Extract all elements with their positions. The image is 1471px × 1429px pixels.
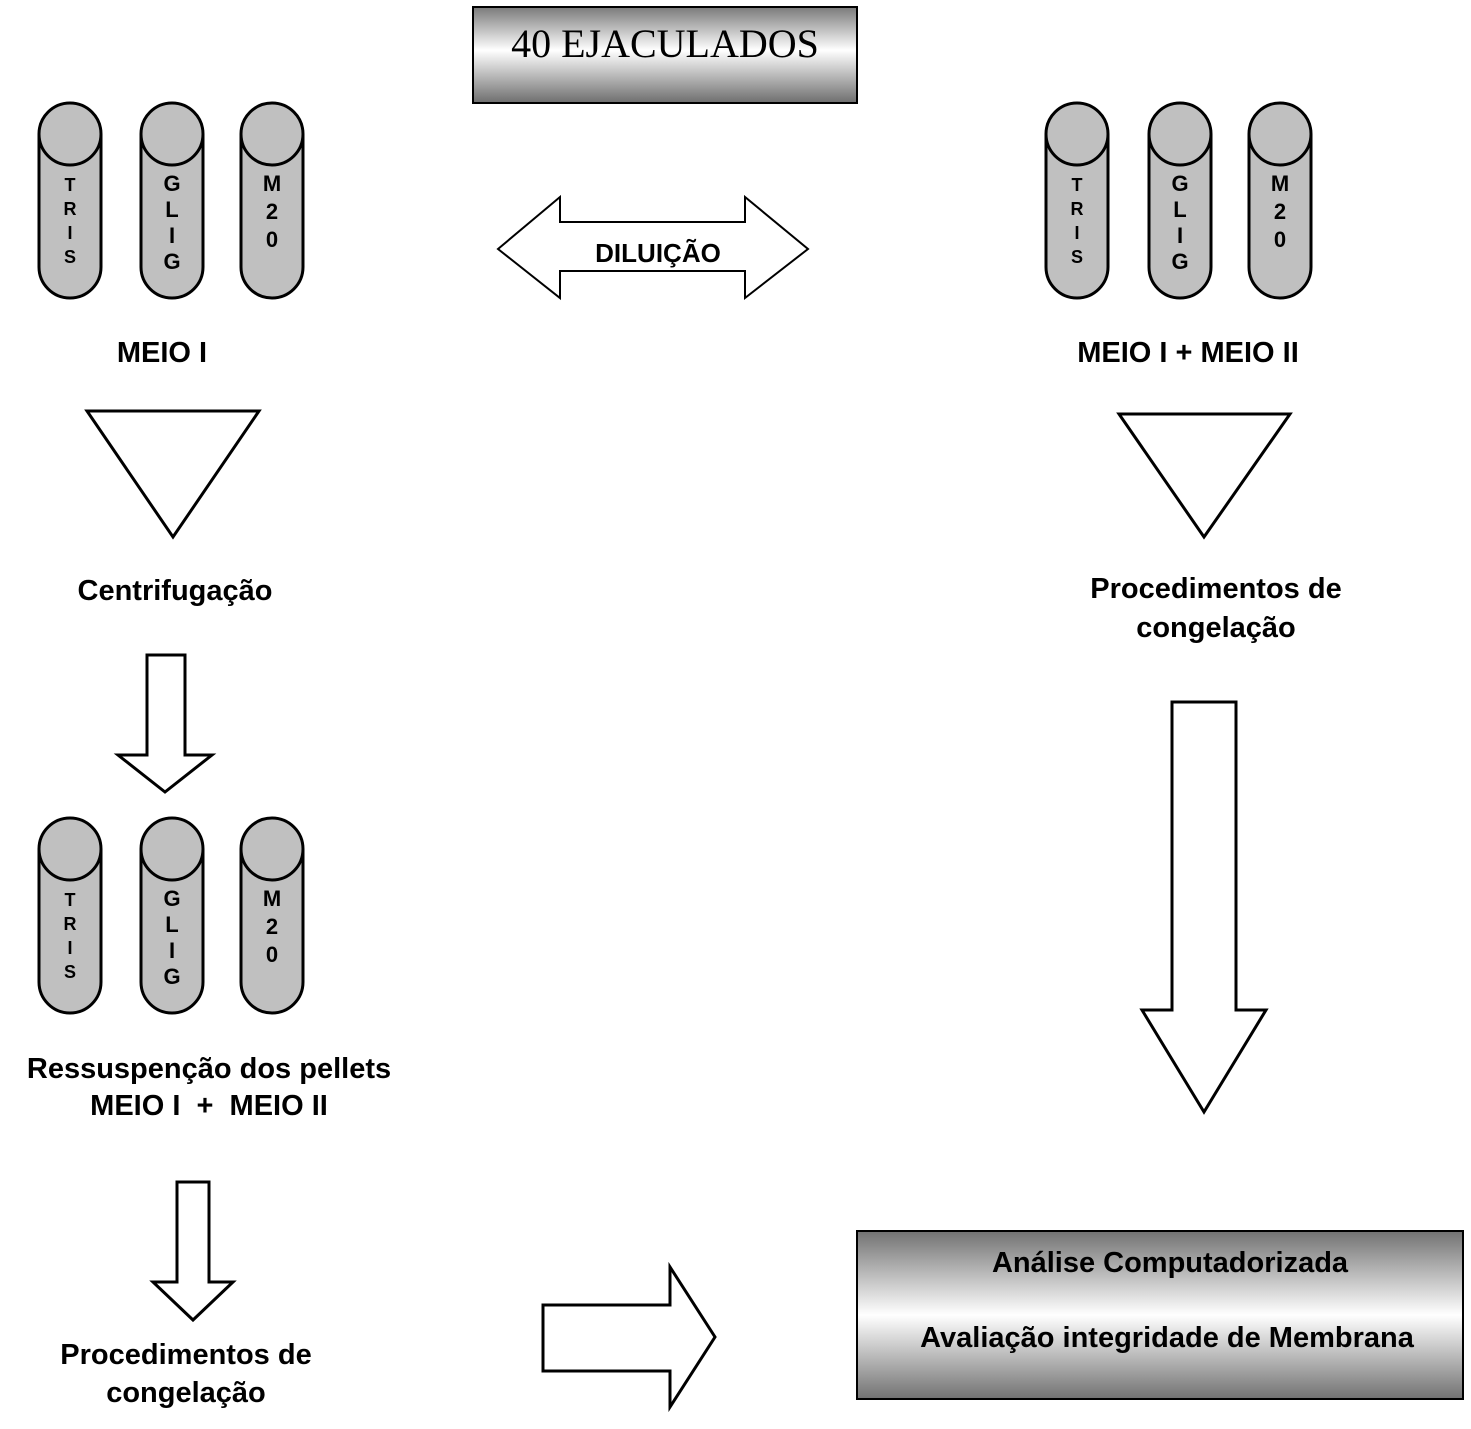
- tube-letter: L: [165, 197, 178, 222]
- tube-cap: [139, 101, 205, 167]
- tube-letter: T: [65, 890, 76, 910]
- tube-letter: 2: [266, 914, 278, 939]
- tube-letter: 0: [1274, 227, 1286, 252]
- tube-letter: G: [163, 886, 180, 911]
- tube-cap: [1247, 101, 1313, 167]
- right-medium-label: MEIO I + MEIO II: [1077, 337, 1299, 369]
- tube-cap: [239, 101, 305, 167]
- right-down-triangle: [1116, 412, 1293, 540]
- tube-letter: S: [64, 247, 76, 267]
- left-down-triangle: [84, 409, 262, 540]
- left-freeze-label-line2: congelação: [106, 1377, 266, 1409]
- tube-letter: 0: [266, 227, 278, 252]
- tube-letter: G: [163, 171, 180, 196]
- tube-letter: I: [169, 223, 175, 248]
- tube-letter: R: [64, 199, 77, 219]
- tube-letter: R: [64, 914, 77, 934]
- tube-cap: [1044, 101, 1110, 167]
- left-down-arrow-1: [113, 653, 217, 794]
- tube-letter: I: [1074, 223, 1079, 243]
- tube-letter: L: [1173, 197, 1186, 222]
- tube-m20: M 2 0: [1247, 101, 1313, 300]
- right-pointing-arrow: [541, 1261, 717, 1413]
- tube-letter: L: [165, 912, 178, 937]
- tube-cap: [37, 816, 103, 882]
- tube-cap: [239, 816, 305, 882]
- tube-letter: G: [1171, 249, 1188, 274]
- analysis-line1: Análise Computadorizada: [992, 1247, 1349, 1279]
- left-down-arrow-2: [149, 1180, 237, 1323]
- tube-letter: 0: [266, 942, 278, 967]
- title-box-label: 40 EJACULADOS: [511, 21, 819, 66]
- tube-letter: I: [67, 223, 72, 243]
- analysis-box: Análise Computadorizada Avaliação integr…: [856, 1230, 1464, 1400]
- centrifugation-label: Centrifugação: [78, 575, 273, 607]
- tube-letter: G: [163, 964, 180, 989]
- left-medium-label: MEIO I: [117, 337, 207, 369]
- tube-cap: [139, 816, 205, 882]
- right-freeze-label-line2: congelação: [1136, 612, 1296, 644]
- tube-letter: I: [1177, 223, 1183, 248]
- tube-letter: M: [263, 171, 281, 196]
- tube-letter: I: [67, 938, 72, 958]
- tube-letter: R: [1071, 199, 1084, 219]
- tube-letter: S: [64, 962, 76, 982]
- tube-letter: M: [1271, 171, 1289, 196]
- tube-cap: [1147, 101, 1213, 167]
- tube-letter: G: [163, 249, 180, 274]
- tube-letter: T: [1072, 175, 1083, 195]
- tube-letter: S: [1071, 247, 1083, 267]
- left-freeze-label-line1: Procedimentos de: [60, 1339, 311, 1371]
- right-long-down-arrow: [1139, 700, 1269, 1115]
- tube-letter: 2: [266, 199, 278, 224]
- tube-letter: T: [65, 175, 76, 195]
- tube-letter: G: [1171, 171, 1188, 196]
- tube-letter: I: [169, 938, 175, 963]
- tube-cap: [37, 101, 103, 167]
- tube-m20: M 2 0: [239, 101, 305, 300]
- analysis-line2: Avaliação integridade de Membrana: [920, 1322, 1415, 1354]
- dilution-double-arrow: DILUIÇÃO: [496, 194, 810, 301]
- title-box: 40 EJACULADOS: [472, 6, 858, 104]
- resuspension-label-line1: Ressuspenção dos pellets: [27, 1053, 391, 1085]
- right-freeze-label-line1: Procedimentos de: [1090, 573, 1341, 605]
- tube-letter: M: [263, 886, 281, 911]
- dilution-label: DILUIÇÃO: [595, 238, 721, 268]
- tube-letter: 2: [1274, 199, 1286, 224]
- tube-m20: M 2 0: [239, 816, 305, 1015]
- resuspension-label-line2: MEIO I + MEIO II: [90, 1090, 328, 1122]
